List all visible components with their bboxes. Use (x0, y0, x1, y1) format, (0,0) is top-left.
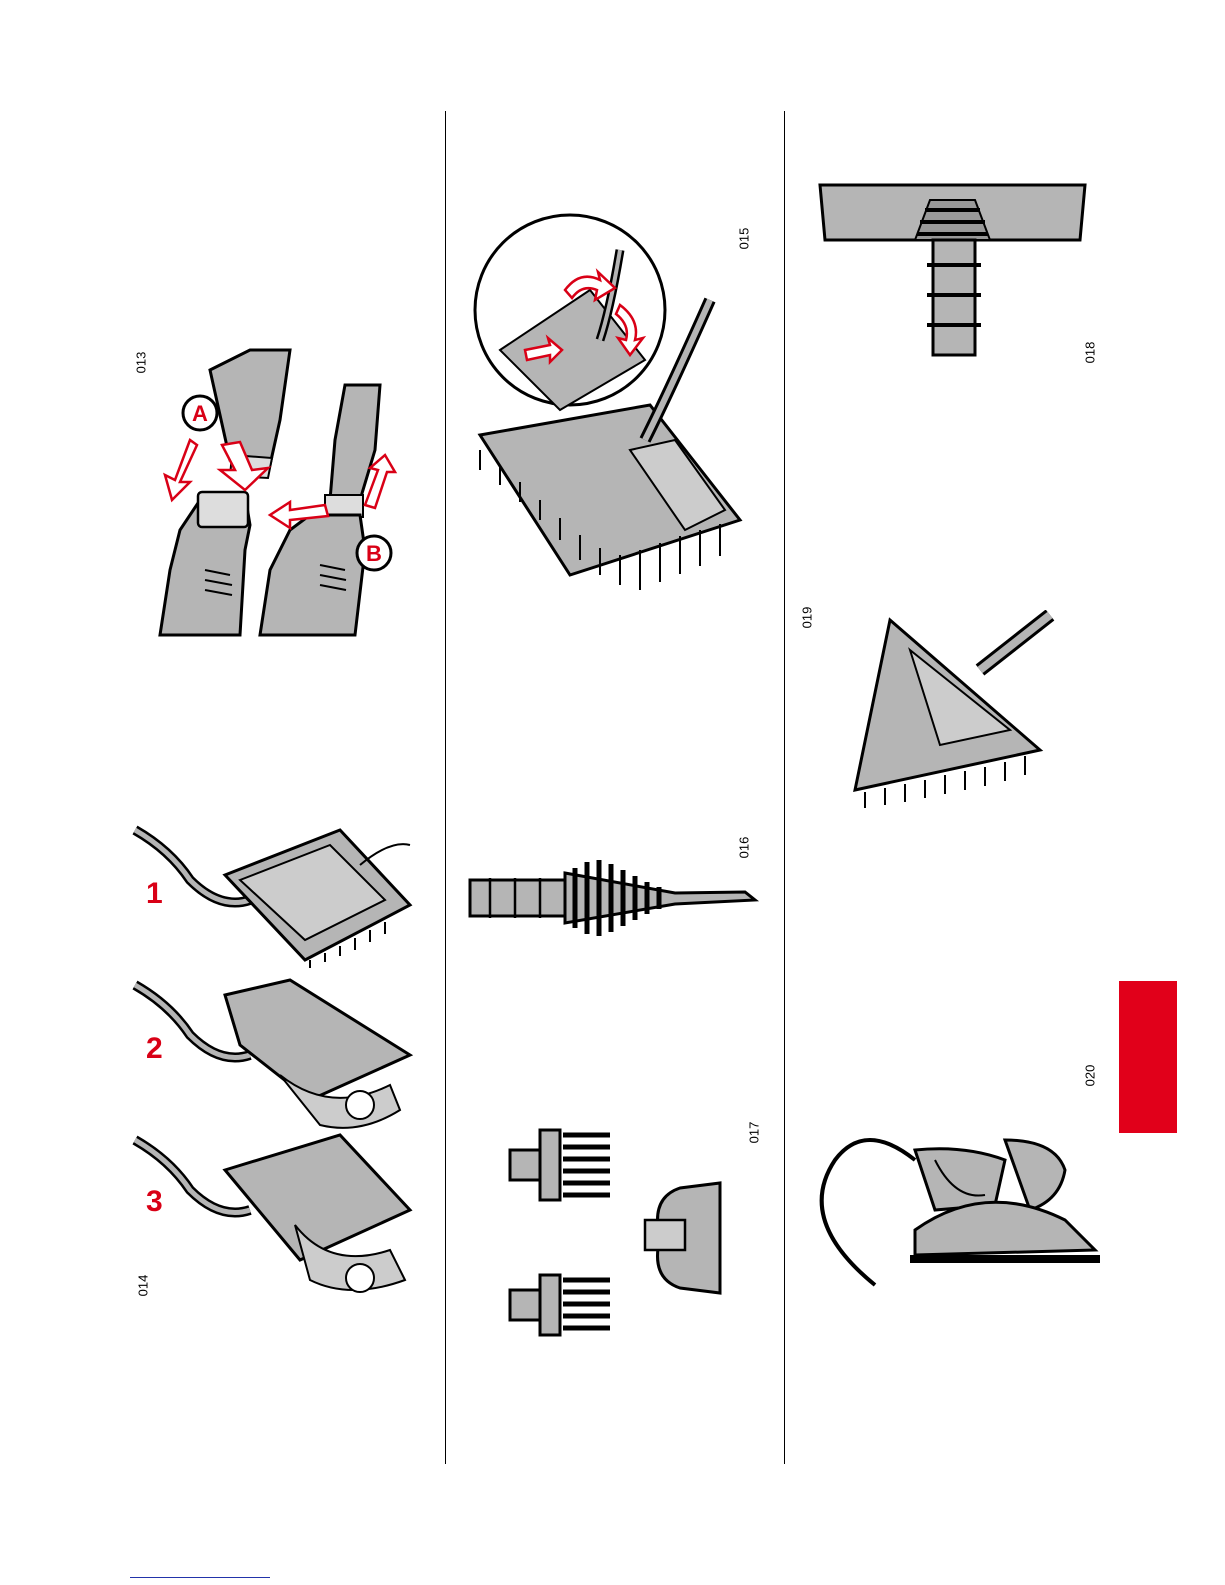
round-brush-illustration-1 (505, 1125, 615, 1205)
cone-nozzle-illustration (465, 858, 765, 938)
column-divider-right (784, 111, 785, 1464)
figure-code-017: 017 (746, 1122, 761, 1144)
footer-underline (130, 1577, 270, 1578)
column-divider-left (445, 111, 446, 1464)
brush-step-1-illustration (130, 820, 420, 970)
brush-step-2-illustration (130, 975, 420, 1135)
figure-code-013: 013 (133, 352, 148, 374)
label-a: A (192, 401, 208, 426)
figure-code-019: 019 (799, 607, 814, 629)
triangle-brush-illustration (850, 610, 1065, 820)
floor-brush-illustration (470, 210, 755, 605)
section-tab (1119, 981, 1177, 1133)
label-a-badge: A (180, 393, 220, 433)
tube-connection-illustration (150, 330, 410, 640)
scraper-illustration (640, 1178, 725, 1298)
figure-code-020: 020 (1082, 1065, 1097, 1087)
brush-step-3-illustration (130, 1130, 420, 1300)
figure-code-016: 016 (736, 837, 751, 859)
label-b-badge: B (354, 533, 394, 573)
round-brush-illustration-2 (505, 1270, 615, 1340)
wide-nozzle-illustration (815, 180, 1095, 365)
label-b: B (366, 541, 382, 566)
steam-iron-illustration (815, 1120, 1105, 1295)
